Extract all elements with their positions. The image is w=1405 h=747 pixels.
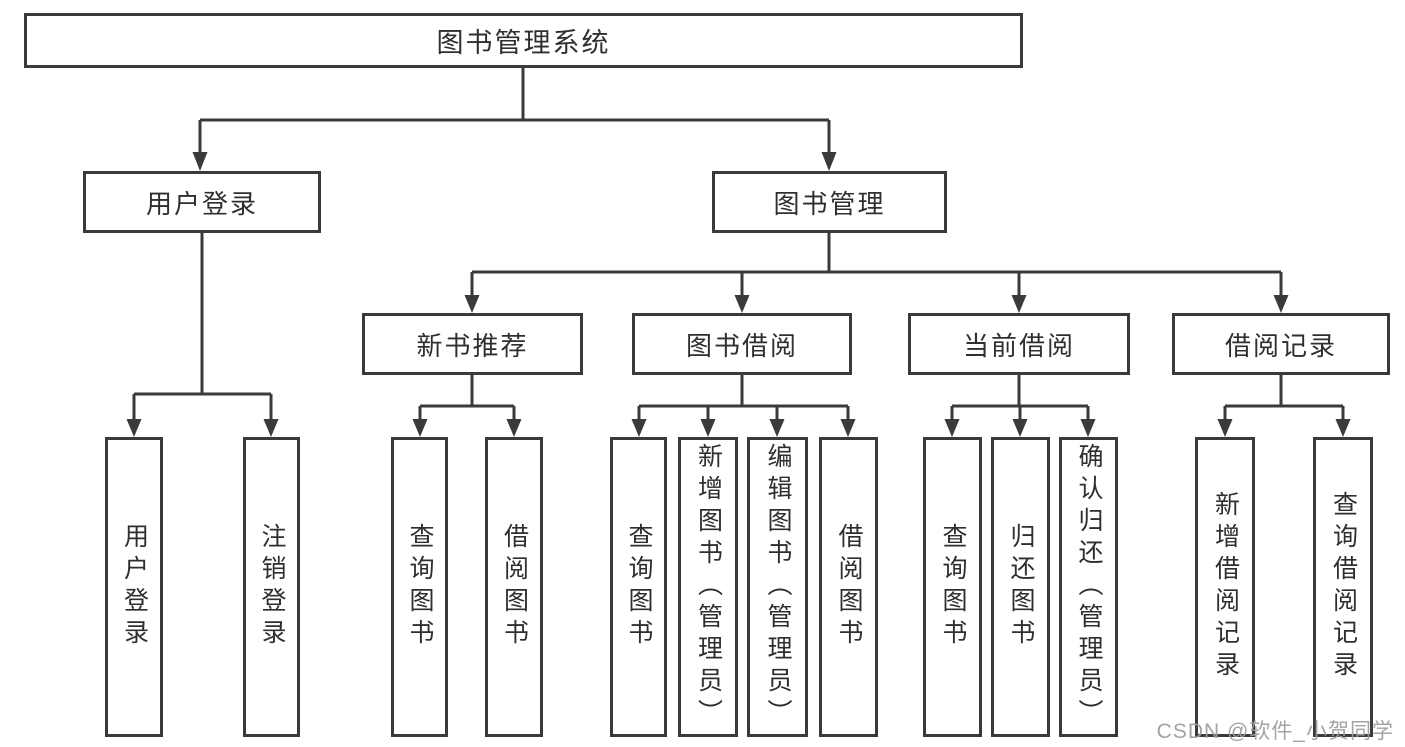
leaf-add-book-admin: 新增图书（管理员）: [678, 437, 738, 737]
node-label: 用户登录: [145, 188, 258, 219]
node-borrowing-records: 借阅记录: [1172, 313, 1390, 375]
leaf-edit-book-admin: 编辑图书（管理员）: [747, 437, 808, 737]
leaf-return-book: 归还图书: [991, 437, 1050, 737]
node-label: 查询图书: [939, 523, 967, 651]
node-label: 图书管理系统: [436, 28, 611, 58]
node-label: 新增图书（管理员）: [694, 443, 723, 731]
node-book-management: 图书管理: [712, 171, 947, 233]
node-label: 图书管理: [773, 188, 886, 219]
node-label: 新书推荐: [416, 330, 529, 361]
leaf-query-books-borrowing: 查询图书: [610, 437, 667, 737]
leaf-borrow-books-borrowing: 借阅图书: [819, 437, 878, 737]
node-label: 注销登录: [258, 523, 286, 651]
node-library-management-system: 图书管理系统: [24, 13, 1023, 68]
leaf-query-borrow-record: 查询借阅记录: [1313, 437, 1373, 737]
leaf-confirm-return-admin: 确认归还（管理员）: [1059, 437, 1118, 737]
node-current-borrowing: 当前借阅: [908, 313, 1130, 375]
leaf-logout: 注销登录: [243, 437, 300, 737]
node-label: 新增借阅记录: [1211, 491, 1240, 683]
leaf-user-login: 用户登录: [105, 437, 163, 737]
node-book-borrowing: 图书借阅: [632, 313, 852, 375]
leaf-query-books-current: 查询图书: [923, 437, 982, 737]
node-label: 归还图书: [1007, 523, 1035, 651]
node-label: 查询借阅记录: [1329, 491, 1358, 683]
node-label: 借阅记录: [1224, 330, 1337, 361]
node-user-login: 用户登录: [83, 171, 321, 233]
watermark: CSDN @软件_小贺同学: [1156, 720, 1394, 743]
node-label: 编辑图书（管理员）: [764, 443, 792, 731]
node-label: 借阅图书: [835, 523, 863, 651]
leaf-borrow-books-recommend: 借阅图书: [485, 437, 543, 737]
node-label: 用户登录: [120, 523, 149, 651]
node-label: 查询图书: [625, 523, 653, 651]
node-label: 确认归还（管理员）: [1075, 443, 1103, 731]
node-label: 图书借阅: [685, 330, 798, 361]
node-label: 当前借阅: [962, 330, 1075, 361]
leaf-query-books-recommend: 查询图书: [391, 437, 448, 737]
leaf-add-borrow-record: 新增借阅记录: [1195, 437, 1255, 737]
node-label: 借阅图书: [500, 523, 529, 651]
node-new-book-recommend: 新书推荐: [362, 313, 583, 375]
node-label: 查询图书: [406, 523, 434, 651]
